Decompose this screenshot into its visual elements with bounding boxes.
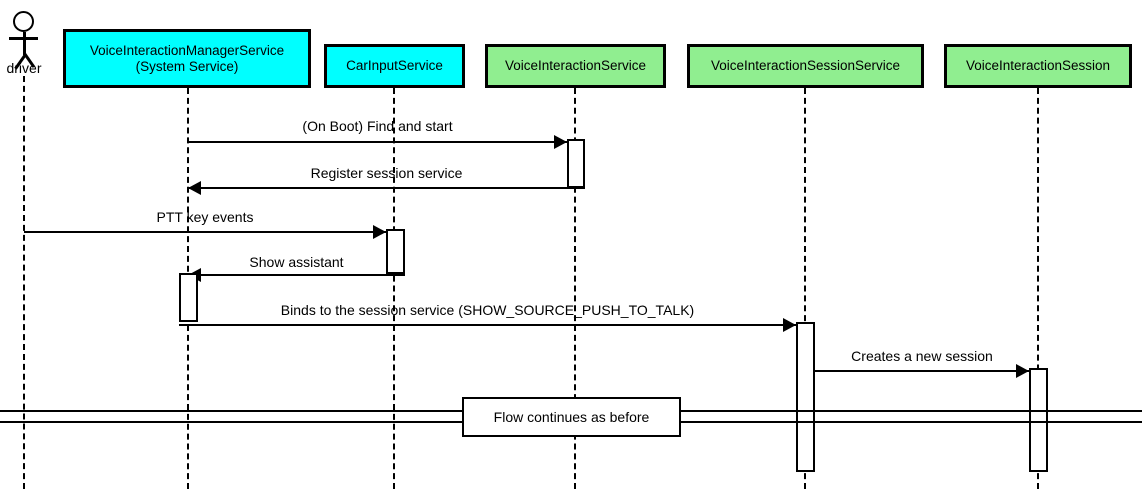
divider-line-top-left — [0, 410, 463, 412]
message-label: (On Boot) Find and start — [302, 118, 453, 134]
message-line — [188, 141, 567, 143]
lifeline-voiceinteractionsession — [1037, 88, 1039, 489]
divider-line-bottom-left — [0, 421, 463, 423]
message-line — [188, 187, 585, 189]
activation-bar-vims — [179, 273, 198, 322]
participant-box-voiceinteractionsession[interactable]: VoiceInteractionSession — [944, 44, 1132, 88]
lifeline-voiceinteractionsessionservice — [804, 88, 806, 489]
participant-box-carinputservice[interactable]: CarInputService — [324, 44, 465, 88]
actor-body-icon — [23, 32, 26, 55]
actor-arms-icon — [9, 37, 38, 40]
lifeline-carinputservice — [393, 88, 395, 489]
participant-box-voiceinteractionservice[interactable]: VoiceInteractionService — [485, 44, 666, 88]
message-label: Show assistant — [249, 254, 344, 270]
message-label: Binds to the session service (SHOW_SOURC… — [280, 302, 695, 318]
message-line — [24, 231, 386, 233]
arrow-head-left-icon — [188, 181, 201, 195]
participant-label-voiceinteractionsession: VoiceInteractionSession — [965, 58, 1111, 74]
lifeline-voiceinteractionservice — [574, 88, 576, 489]
message-label: PTT key events — [156, 209, 254, 225]
participant-label-carinputservice: CarInputService — [346, 58, 443, 74]
activation-bar-carinputservice — [386, 229, 405, 274]
participant-label-voiceinteractionservice: VoiceInteractionService — [504, 58, 647, 74]
message-label: Register session service — [310, 165, 463, 181]
participant-label-vims: VoiceInteractionManagerService (System S… — [89, 42, 285, 74]
participant-box-voiceinteractionsessionservice[interactable]: VoiceInteractionSessionService — [687, 44, 924, 88]
participant-box-vims[interactable]: VoiceInteractionManagerService (System S… — [63, 29, 311, 88]
arrow-head-right-icon — [783, 318, 796, 332]
message-label: Creates a new session — [851, 348, 993, 364]
activation-bar-voiceinteractionservice — [567, 139, 585, 188]
message-line — [815, 370, 1029, 372]
arrow-head-right-icon — [1016, 364, 1029, 378]
arrow-head-right-icon — [373, 225, 386, 239]
lifeline-driver — [23, 76, 25, 489]
activation-bar-voiceinteractionsessionservice — [796, 322, 815, 472]
actor-head-icon — [13, 11, 34, 32]
divider-line-bottom-right — [680, 421, 1142, 423]
activation-bar-voiceinteractionsession — [1029, 368, 1048, 472]
message-line — [188, 274, 405, 276]
arrow-head-right-icon — [554, 135, 567, 149]
actor-label: driver — [6, 60, 42, 76]
message-line — [179, 324, 796, 326]
continuation-label: Flow continues as before — [493, 409, 650, 425]
participant-label-voiceinteractionsessionservice: VoiceInteractionSessionService — [710, 58, 901, 74]
divider-line-top-right — [680, 410, 1142, 412]
continuation-box[interactable]: Flow continues as before — [462, 397, 681, 437]
